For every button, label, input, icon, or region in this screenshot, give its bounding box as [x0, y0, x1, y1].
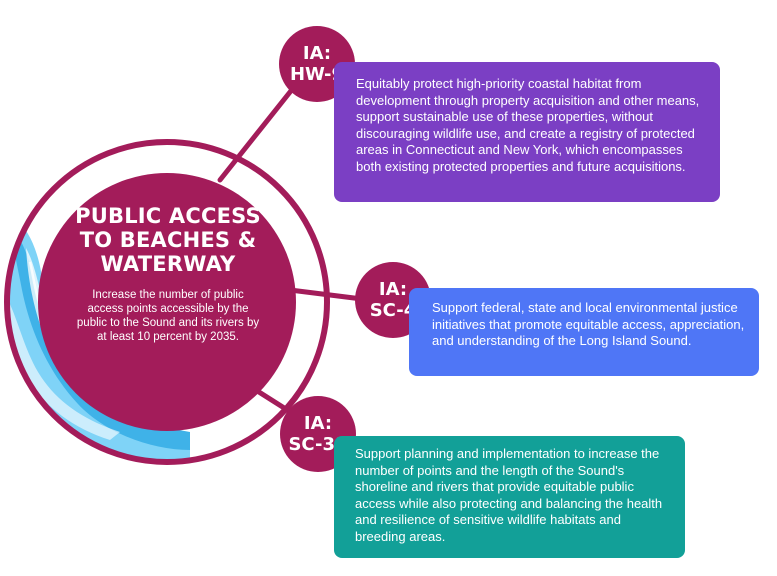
action-box-sc-31: Support planning and implementation to i…	[334, 436, 685, 558]
outer-ring	[4, 139, 330, 465]
main-goal-circle	[38, 173, 296, 431]
badge-label: IA:	[303, 413, 333, 434]
badge-hw-9: IA: HW-9	[279, 26, 355, 102]
badge-label: IA:	[378, 279, 408, 300]
connector-hw-9	[217, 79, 301, 183]
main-title-line: TO BEACHES &	[79, 228, 257, 252]
badge-code: HW-9	[289, 64, 345, 85]
badge-label: IA:	[302, 43, 332, 64]
main-goal-description: Increase the number of public access poi…	[76, 289, 260, 343]
badge-code: SC-4	[369, 300, 417, 321]
main-title-line: PUBLIC ACCESS	[75, 204, 261, 228]
action-box-hw-9: Equitably protect high-priority coastal …	[334, 62, 720, 202]
main-goal-title: PUBLIC ACCESS TO BEACHES & WATERWAY	[58, 204, 278, 276]
action-box-sc-4: Support federal, state and local environ…	[409, 288, 759, 376]
badge-code: SC-31	[288, 434, 348, 455]
main-title-line: WATERWAY	[100, 252, 236, 276]
